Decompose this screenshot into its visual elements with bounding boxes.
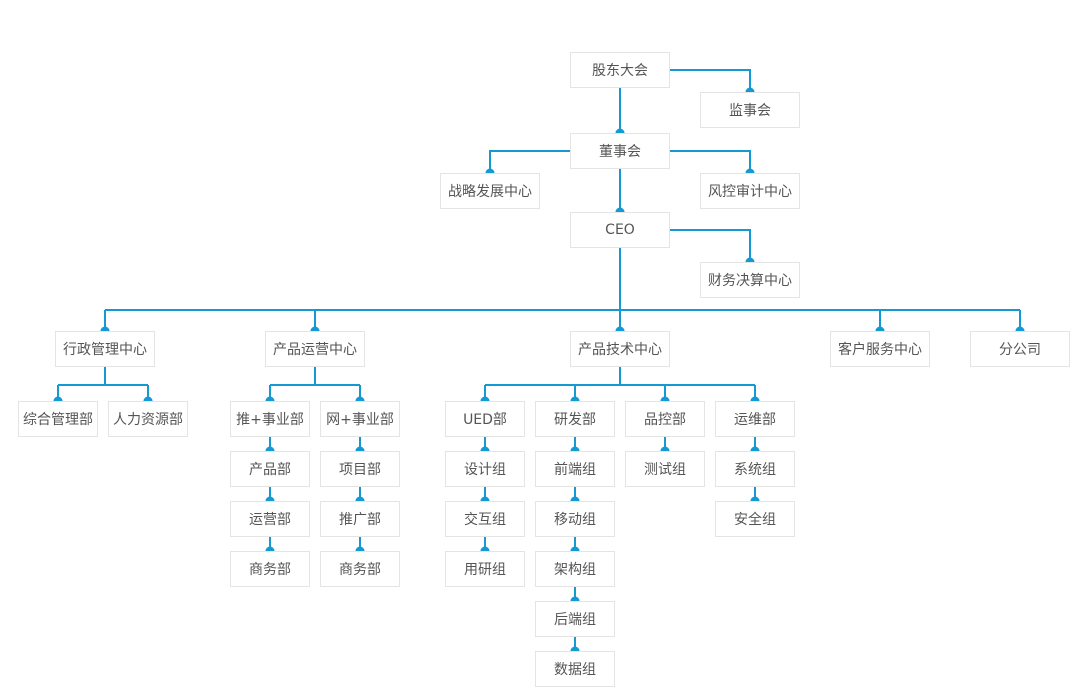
- org-node-risk-audit-center: 风控审计中心: [700, 173, 800, 209]
- org-node-architecture-group: 架构组: [535, 551, 615, 587]
- connector-line: [489, 150, 570, 173]
- org-node-data-group: 数据组: [535, 651, 615, 687]
- org-node-shareholders-meeting: 股东大会: [570, 52, 670, 88]
- org-node-ops-dept: 运维部: [715, 401, 795, 437]
- org-node-customer-service-center: 客户服务中心: [830, 331, 930, 367]
- org-node-strategy-center: 战略发展中心: [440, 173, 540, 209]
- org-node-backend-group: 后端组: [535, 601, 615, 637]
- org-node-qc-dept: 品控部: [625, 401, 705, 437]
- org-node-design-group: 设计组: [445, 451, 525, 487]
- org-node-admin-center: 行政管理中心: [55, 331, 155, 367]
- org-node-project-dept: 项目部: [320, 451, 400, 487]
- org-node-system-group: 系统组: [715, 451, 795, 487]
- org-node-rd-dept: 研发部: [535, 401, 615, 437]
- org-node-promotion-dept: 推广部: [320, 501, 400, 537]
- org-node-branch-company: 分公司: [970, 331, 1070, 367]
- org-node-supervisory-board: 监事会: [700, 92, 800, 128]
- org-node-interaction-group: 交互组: [445, 501, 525, 537]
- org-node-product-dept: 产品部: [230, 451, 310, 487]
- org-node-tui-business-dept: 推+事业部: [230, 401, 310, 437]
- connector-line: [670, 69, 751, 92]
- org-node-test-group: 测试组: [625, 451, 705, 487]
- connector-line: [670, 229, 751, 262]
- org-node-product-tech-center: 产品技术中心: [570, 331, 670, 367]
- org-node-operation-dept: 运营部: [230, 501, 310, 537]
- org-node-user-research-group: 用研组: [445, 551, 525, 587]
- org-node-finance-center: 财务决算中心: [700, 262, 800, 298]
- org-node-general-admin-dept: 综合管理部: [18, 401, 98, 437]
- connector-line: [670, 150, 751, 173]
- org-node-ued-dept: UED部: [445, 401, 525, 437]
- org-node-mobile-group: 移动组: [535, 501, 615, 537]
- org-node-hr-dept: 人力资源部: [108, 401, 188, 437]
- org-node-product-operation-center: 产品运营中心: [265, 331, 365, 367]
- org-node-frontend-group: 前端组: [535, 451, 615, 487]
- org-node-board-of-directors: 董事会: [570, 133, 670, 169]
- org-node-business-dept-2: 商务部: [320, 551, 400, 587]
- org-node-ceo: CEO: [570, 212, 670, 248]
- org-node-business-dept-1: 商务部: [230, 551, 310, 587]
- org-node-security-group: 安全组: [715, 501, 795, 537]
- org-node-wang-business-dept: 网+事业部: [320, 401, 400, 437]
